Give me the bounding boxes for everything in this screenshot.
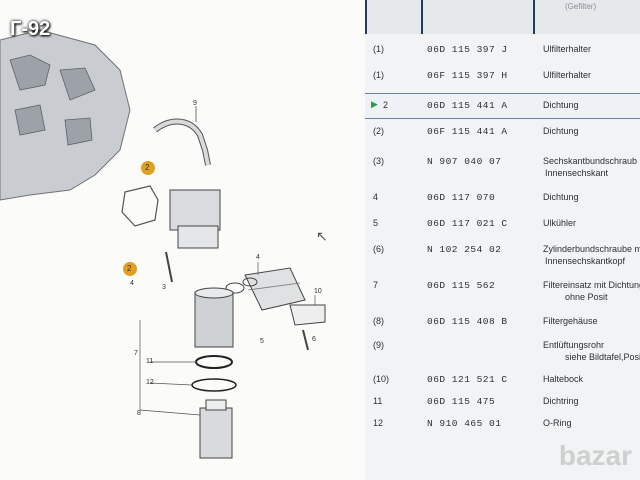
row-position: (1) <box>373 70 384 80</box>
table-row[interactable]: 11 06D 115 475 Dichtring <box>365 390 640 414</box>
header-hint: (Gefilter) <box>565 2 597 11</box>
column-divider <box>365 0 367 34</box>
table-row[interactable]: (9) Entlüftungsrohr siehe Bildtafel,Positi… <box>365 334 640 364</box>
table-row[interactable]: (1) 06D 115 397 J Ulfilterhalter <box>365 38 640 62</box>
row-position: (1) <box>373 44 384 54</box>
table-row[interactable]: (10) 06D 121 521 C Haltebock <box>365 368 640 392</box>
row-position: 2 <box>383 100 389 110</box>
row-position: (10) <box>373 374 390 384</box>
row-description-secondary: ohne Posit <box>565 292 608 302</box>
row-description: Ulkühler <box>543 218 577 228</box>
callout-2a[interactable]: 2 <box>145 163 150 172</box>
callout-4b: 4 <box>130 280 134 287</box>
callout-2b[interactable]: 2 <box>127 264 132 273</box>
row-description-secondary: siehe Bildtafel,Position <box>565 352 640 362</box>
selected-row-marker-icon: ▶ <box>371 99 378 109</box>
row-part-number: 06D 115 397 J <box>427 44 508 55</box>
table-row[interactable]: 5 06D 117 021 C Ulkühler <box>365 212 640 236</box>
row-position: (2) <box>373 126 384 136</box>
row-description: Ulfilterhalter <box>543 44 592 54</box>
row-description: Dichtung <box>543 126 579 136</box>
row-position: 5 <box>373 218 379 228</box>
row-part-number: N 910 465 01 <box>427 418 502 429</box>
row-part-number: N 102 254 02 <box>427 244 502 255</box>
column-divider <box>421 0 423 34</box>
row-position: 4 <box>373 192 379 202</box>
row-position: (9) <box>373 340 384 350</box>
callout-6: 6 <box>312 336 316 343</box>
row-part-number: 06F 115 441 A <box>427 126 508 137</box>
callout-9: 9 <box>193 100 197 107</box>
overlay-label: Г-92 <box>10 18 51 40</box>
table-row[interactable]: ▶ 2 06D 115 441 A Dichtung <box>365 93 640 119</box>
row-position: (3) <box>373 156 384 166</box>
mouse-cursor-icon: ↖ <box>316 228 328 244</box>
diagram-drawing <box>0 29 326 459</box>
row-part-number: N 907 040 07 <box>427 156 502 167</box>
row-description: Dichtring <box>543 396 579 406</box>
row-part-number: 06D 121 521 C <box>427 374 508 385</box>
row-part-number: 06D 117 021 C <box>427 218 508 229</box>
row-description: O-Ring <box>543 418 572 428</box>
table-row[interactable]: (6) N 102 254 02 Zylinderbundschraube m Inn… <box>365 238 640 268</box>
row-description-secondary: Innensechskant <box>545 168 609 178</box>
row-description: Dichtung <box>543 100 579 110</box>
row-position: 11 <box>373 396 383 406</box>
callout-10: 10 <box>314 288 322 295</box>
callout-11: 11 <box>146 358 154 365</box>
row-description: Zylinderbundschraube m <box>543 244 640 254</box>
row-description: Dichtung <box>543 192 579 202</box>
row-description: Entlüftungsrohr <box>543 340 605 350</box>
row-description: Sechskantbundschraub <box>543 156 638 166</box>
row-position: 7 <box>373 280 379 290</box>
row-part-number: 06D 115 475 <box>427 396 496 407</box>
row-part-number: 06D 115 441 A <box>427 100 508 111</box>
table-row[interactable]: 12 N 910 465 01 O-Ring <box>365 412 640 436</box>
callout-7: 7 <box>134 350 138 357</box>
row-description: Haltebock <box>543 374 584 384</box>
watermark-logo: bazar <box>558 440 632 471</box>
callout-3: 3 <box>162 284 166 291</box>
row-description: Ulfilterhalter <box>543 70 592 80</box>
callout-12: 12 <box>146 379 154 386</box>
row-part-number: 06D 115 562 <box>427 280 496 291</box>
callout-8: 8 <box>137 410 141 417</box>
row-position: (8) <box>373 316 384 326</box>
row-part-number: 06F 115 397 H <box>427 70 508 81</box>
row-description: Filtergehäuse <box>543 316 598 326</box>
row-position: (6) <box>373 244 384 254</box>
row-position: 12 <box>373 418 384 428</box>
row-part-number: 06D 117 070 <box>427 192 496 203</box>
table-row[interactable]: 4 06D 117 070 Dichtung <box>365 186 640 210</box>
column-divider <box>533 0 535 34</box>
row-part-number: 06D 115 408 B <box>427 316 508 327</box>
callout-4a: 4 <box>256 254 260 261</box>
table-row[interactable]: 7 06D 115 562 Filtereinsatz mit Dichtung oh… <box>365 274 640 304</box>
table-row[interactable]: (1) 06F 115 397 H Ulfilterhalter <box>365 64 640 88</box>
row-description: Filtereinsatz mit Dichtung <box>543 280 640 290</box>
table-header: (Gefilter) <box>365 0 640 34</box>
parts-table: (Gefilter) (1) 06D 115 397 J Ulfilterhalte… <box>365 0 640 480</box>
table-row[interactable]: (2) 06F 115 441 A Dichtung <box>365 120 640 144</box>
row-description-secondary: Innensechskantkopf <box>545 256 626 266</box>
callout-5: 5 <box>260 338 264 345</box>
table-row[interactable]: (8) 06D 115 408 B Filtergehäuse <box>365 310 640 334</box>
exploded-diagram[interactable]: 9 2 2 3 4 4 5 6 7 8 10 11 12 Г-92 ↖ <box>0 0 365 480</box>
